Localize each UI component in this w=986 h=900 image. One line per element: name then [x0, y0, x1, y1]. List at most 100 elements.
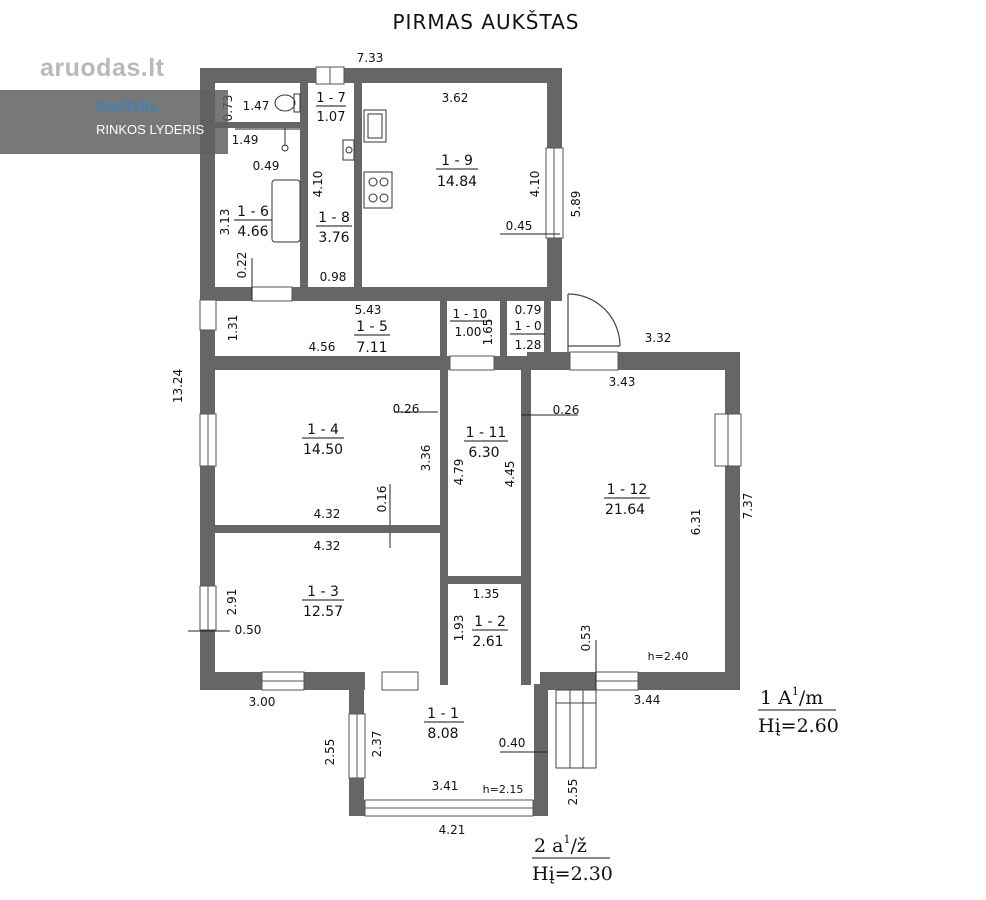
kitchen-sink-icon [363, 109, 387, 143]
plan-title: PIRMAS AUKŠTAS [392, 10, 579, 34]
svg-text:1 - 4: 1 - 4 [307, 422, 339, 438]
dim-3-36: 3.36 [419, 445, 433, 472]
svg-text:1 - 6: 1 - 6 [237, 204, 269, 220]
dimension-labels: 7.33 0.73 1.47 1.49 0.49 3.13 0.22 4.10 … [171, 51, 755, 837]
room-1-4: 1 - 4 14.50 [302, 422, 344, 458]
dim-1-31: 1.31 [226, 315, 240, 342]
svg-text:12.57: 12.57 [303, 604, 343, 620]
watermark-brand: CAPITAL [96, 98, 160, 114]
dimension-marks [188, 128, 597, 753]
sink-icon [342, 139, 355, 161]
dim-4-10-b: 4.10 [528, 171, 542, 198]
dim-0-98: 0.98 [320, 270, 347, 284]
legend-extension: 2 a1/ž Hį=2.30 [532, 833, 613, 885]
dim-3-43: 3.43 [609, 375, 636, 389]
dim-0-26-a: 0.26 [393, 402, 420, 416]
dim-6-31: 6.31 [689, 509, 703, 536]
entrance-door [567, 293, 621, 352]
dim-1-49: 1.49 [232, 133, 259, 147]
dim-4-32-a: 4.32 [314, 507, 341, 521]
svg-text:6.30: 6.30 [468, 445, 499, 461]
dim-h-2-40: h=2.40 [648, 650, 689, 663]
svg-text:1 - 3: 1 - 3 [307, 584, 339, 600]
dim-13-24: 13.24 [171, 369, 185, 403]
watermark-banner: CAPITAL RINKOS LYDERIS [0, 90, 228, 154]
svg-text:1.07: 1.07 [317, 110, 346, 125]
dim-0-40: 0.40 [499, 736, 526, 750]
room-1-11: 1 - 11 6.30 [464, 425, 508, 461]
dim-0-50: 0.50 [235, 623, 262, 637]
fixtures [271, 93, 393, 243]
room-1-0: 1 - 0 1.28 [510, 319, 545, 352]
windows [199, 66, 742, 817]
svg-text:8.08: 8.08 [427, 726, 458, 742]
toilet-bowl-icon [274, 94, 296, 112]
svg-text:14.84: 14.84 [437, 174, 477, 190]
room-labels: 1 - 7 1.07 1 - 9 14.84 1 - 6 4.66 1 - 8 … [234, 91, 650, 742]
dim-1-47: 1.47 [243, 99, 270, 113]
dim-5-89: 5.89 [569, 191, 583, 218]
dim-0-53: 0.53 [579, 625, 593, 652]
room-1-5: 1 - 5 7.11 [354, 319, 390, 356]
dim-0-22: 0.22 [235, 252, 249, 279]
dim-2-55-b: 2.55 [566, 779, 580, 806]
stove-icon [363, 171, 393, 209]
bathtub-icon [271, 179, 301, 243]
room-1-9: 1 - 9 14.84 [436, 153, 478, 190]
dim-1-65: 1.65 [481, 319, 495, 346]
dim-2-37: 2.37 [370, 731, 384, 758]
watermark-tagline: RINKOS LYDERIS [96, 122, 205, 137]
legend-main: 1 A1/m Hį=2.60 [758, 685, 839, 737]
dim-0-79: 0.79 [515, 303, 542, 317]
svg-text:1 - 11: 1 - 11 [466, 425, 507, 441]
dim-5-43: 5.43 [355, 303, 382, 317]
svg-text:1 - 5: 1 - 5 [356, 319, 388, 335]
svg-text:1.00: 1.00 [455, 325, 482, 339]
dim-3-13: 3.13 [218, 209, 232, 236]
dim-4-56: 4.56 [309, 340, 336, 354]
dim-0-26-b: 0.26 [553, 403, 580, 417]
dim-3-62: 3.62 [442, 91, 469, 105]
dim-3-32: 3.32 [645, 331, 672, 345]
svg-text:1 - 2: 1 - 2 [474, 614, 506, 630]
dim-3-44: 3.44 [634, 693, 661, 707]
dim-4-21: 4.21 [439, 823, 466, 837]
svg-text:1 - 0: 1 - 0 [514, 319, 541, 333]
dim-0-16: 0.16 [375, 486, 389, 513]
svg-text:1.28: 1.28 [515, 338, 542, 352]
svg-text:4.66: 4.66 [237, 224, 268, 240]
svg-text:1 - 1: 1 - 1 [427, 706, 459, 722]
dim-4-10-a: 4.10 [311, 171, 325, 198]
svg-text:3.76: 3.76 [318, 230, 349, 246]
dim-4-32-b: 4.32 [314, 539, 341, 553]
room-1-7: 1 - 7 1.07 [316, 91, 346, 125]
svg-text:7.11: 7.11 [356, 340, 387, 356]
dim-h-2-15: h=2.15 [483, 783, 524, 796]
svg-text:1 - 9: 1 - 9 [441, 153, 473, 169]
dim-7-33: 7.33 [357, 51, 384, 65]
room-1-1: 1 - 1 8.08 [424, 706, 464, 742]
svg-text:1 - 7: 1 - 7 [316, 91, 346, 106]
svg-text:1 - 10: 1 - 10 [453, 307, 488, 321]
dim-0-45: 0.45 [506, 219, 533, 233]
watermark-logo: aruodas.lt [40, 54, 165, 82]
dim-3-00: 3.00 [249, 695, 276, 709]
svg-text:21.64: 21.64 [605, 502, 645, 518]
room-1-2: 1 - 2 2.61 [472, 614, 508, 650]
svg-text:2.61: 2.61 [472, 634, 503, 650]
toilet-icon [293, 93, 301, 113]
dim-2-91: 2.91 [225, 589, 239, 616]
window-lines [207, 67, 729, 809]
dim-0-49: 0.49 [253, 159, 280, 173]
dim-1-35: 1.35 [473, 587, 500, 601]
dim-7-37: 7.37 [741, 493, 755, 520]
dim-2-55-a: 2.55 [323, 739, 337, 766]
dim-4-79: 4.79 [452, 459, 466, 486]
dim-4-45: 4.45 [503, 461, 517, 488]
dim-1-93: 1.93 [452, 615, 466, 642]
room-1-12: 1 - 12 21.64 [604, 482, 650, 518]
svg-text:1 A1/m: 1 A1/m [760, 685, 823, 709]
room-1-8: 1 - 8 3.76 [316, 210, 352, 246]
svg-text:14.50: 14.50 [303, 442, 343, 458]
